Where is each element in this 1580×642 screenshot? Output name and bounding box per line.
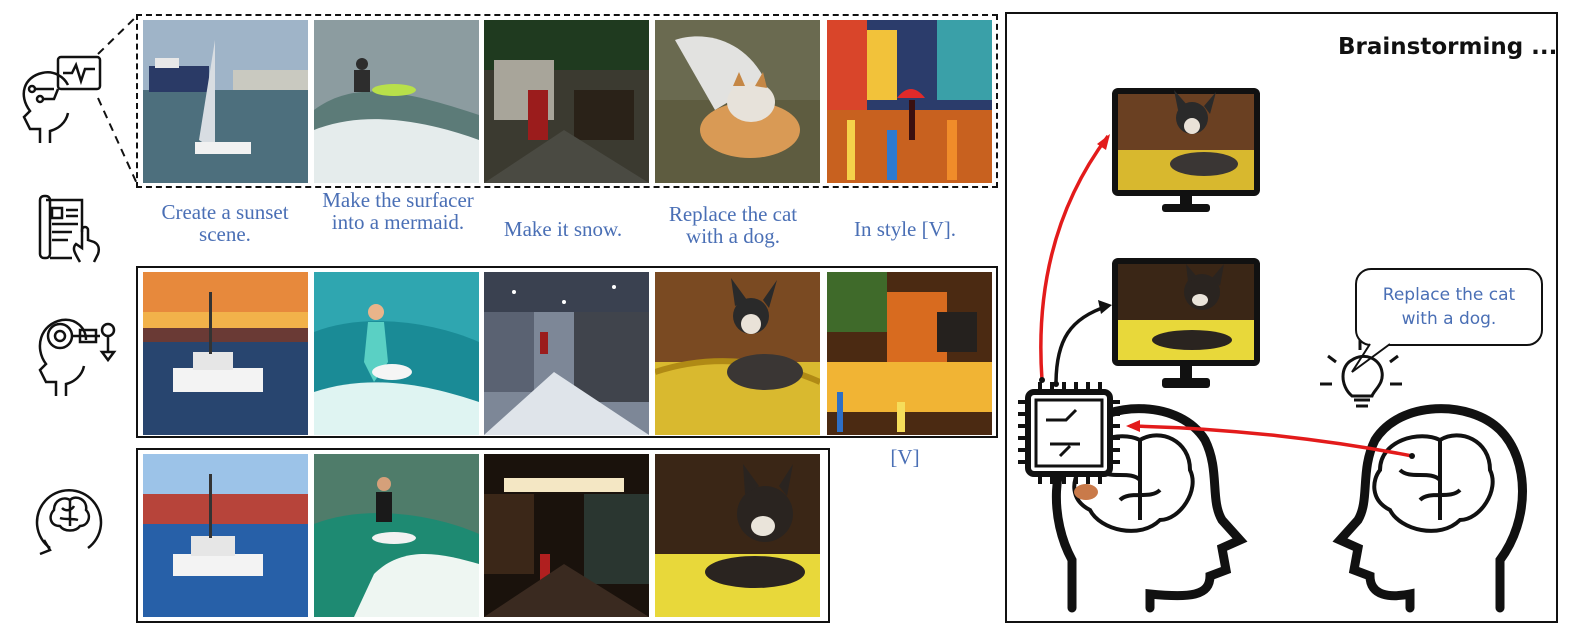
generated-image-night-street bbox=[484, 454, 649, 617]
generated-image-surfer bbox=[314, 454, 479, 617]
input-image-cat bbox=[655, 20, 820, 183]
caption-snow: Make it snow. bbox=[503, 217, 623, 241]
prompt-speech-bubble: Replace the cat with a dog. bbox=[1355, 268, 1543, 346]
style-token-label: [V] bbox=[890, 445, 920, 469]
panel-title: Brainstorming ... bbox=[1338, 34, 1558, 60]
caption-dog: Replace the cat with a dog. bbox=[668, 202, 798, 248]
document-hand-icon bbox=[38, 192, 104, 264]
input-image-sailboat bbox=[143, 20, 308, 183]
edited-image-mermaid bbox=[314, 272, 479, 435]
brain-cycle-icon bbox=[34, 474, 104, 564]
caption-mermaid: Make the surfacer into a mermaid. bbox=[322, 188, 474, 234]
input-image-surfer bbox=[314, 20, 479, 183]
brainstorming-panel bbox=[1005, 12, 1558, 623]
edited-image-dog bbox=[655, 272, 820, 435]
input-image-street bbox=[484, 20, 649, 183]
edited-image-sunset-boat bbox=[143, 272, 308, 435]
caption-style: In style [V]. bbox=[853, 217, 957, 241]
monitor-middle bbox=[1112, 258, 1260, 392]
bubble-text: Replace the cat with a dog. bbox=[1382, 285, 1516, 329]
generated-image-boat bbox=[143, 454, 308, 617]
generated-image-cat bbox=[655, 454, 820, 617]
head-monitor-icon bbox=[10, 55, 102, 147]
caption-sunset: Create a sunset scene. bbox=[161, 200, 289, 246]
edited-image-snowy-street bbox=[484, 272, 649, 435]
edited-images-frame bbox=[136, 266, 998, 438]
head-tool-icon bbox=[30, 306, 120, 398]
generated-images-frame bbox=[136, 448, 830, 623]
monitor-top bbox=[1112, 88, 1260, 212]
edited-image-style-v bbox=[827, 272, 992, 435]
input-image-painting bbox=[827, 20, 992, 183]
